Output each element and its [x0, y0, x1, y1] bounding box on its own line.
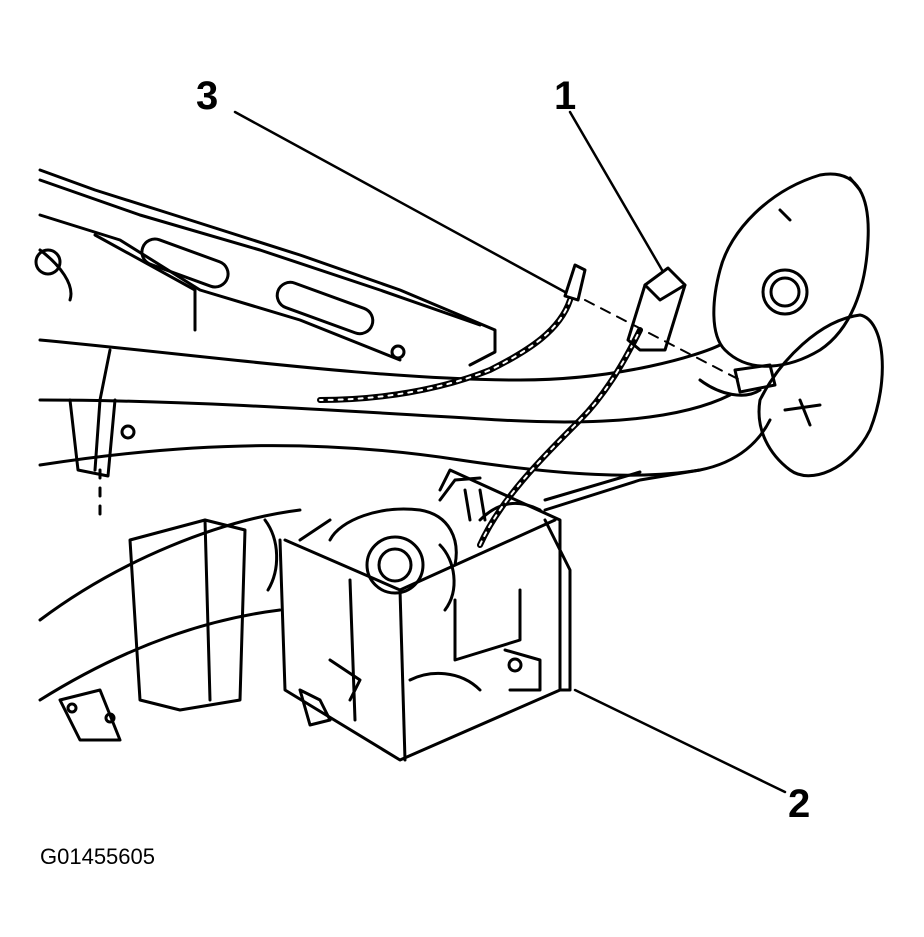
cable-lead [317, 263, 741, 403]
figure-id: G01455605 [40, 844, 155, 869]
filler-housing [698, 172, 884, 478]
callout-3: 3 [196, 74, 219, 118]
callout-1: 1 [554, 74, 577, 118]
actuator-assembly [278, 468, 572, 762]
lower-frame [38, 508, 302, 742]
connector [626, 266, 687, 352]
linkage-rod [543, 468, 702, 512]
leader-line-2 [573, 688, 787, 794]
floor-pan [34, 168, 497, 367]
harness-cable-inner [479, 329, 641, 546]
callout-2: 2 [788, 782, 811, 826]
cross-member [38, 338, 772, 522]
leader-line-3 [233, 110, 567, 294]
leader-line-1 [568, 110, 664, 272]
